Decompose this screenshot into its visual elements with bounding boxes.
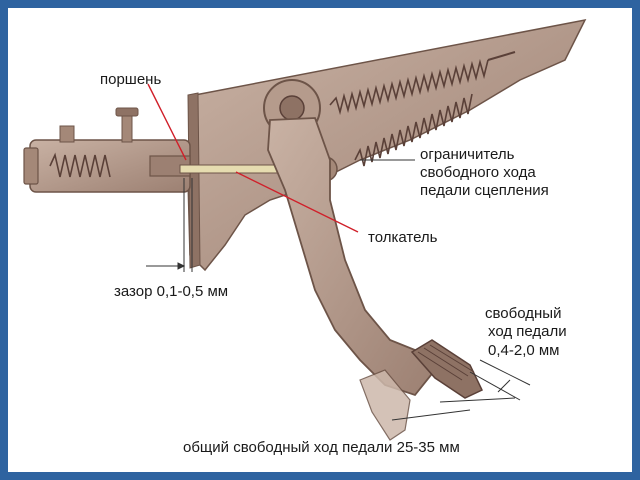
label-free-play-line3: 0,4-2,0 мм: [488, 342, 560, 359]
limiter-spring: [354, 93, 473, 167]
master-cylinder-end: [23, 147, 39, 185]
leader-lines: [147, 83, 359, 233]
pedal-pad-ribs: [417, 344, 475, 381]
gap-dimension: [146, 178, 193, 272]
label-limiter-line2: свободного хода: [420, 164, 536, 181]
cylinder-spring: [49, 152, 111, 178]
label-gap: зазор 0,1-0,5 мм: [114, 283, 229, 300]
bracket-wall: [187, 92, 201, 269]
pedal-pad: [410, 339, 484, 399]
return-spring: [329, 58, 489, 116]
label-free-play-line2: ход педали: [488, 323, 567, 340]
clutch-pedal-drawing: [23, 18, 587, 441]
pivot-bolt: [279, 95, 305, 121]
piston-leader: [147, 83, 187, 161]
label-limiter-line1: ограничитель: [420, 146, 515, 163]
return-spring-hook: [487, 51, 516, 61]
label-pushrod: толкатель: [368, 229, 438, 246]
pedal-ghost-position: [359, 369, 411, 441]
label-limiter-line3: педали сцепления: [420, 182, 549, 199]
label-piston: поршень: [100, 71, 162, 88]
reservoir-port: [59, 125, 75, 143]
total-free-play-dimension: [391, 397, 516, 421]
label-free-play-line1: свободный: [485, 305, 562, 322]
pushrod-leader: [235, 171, 359, 233]
bleed-nipple-cap: [115, 107, 139, 117]
label-total-free-play: общий свободный ход педали 25-35 мм: [183, 439, 460, 456]
clutch-pedal-lever: [267, 117, 437, 397]
diagram-canvas: поршень ограничитель свободного хода пед…: [8, 8, 632, 472]
free-play-dimension: [469, 359, 531, 401]
